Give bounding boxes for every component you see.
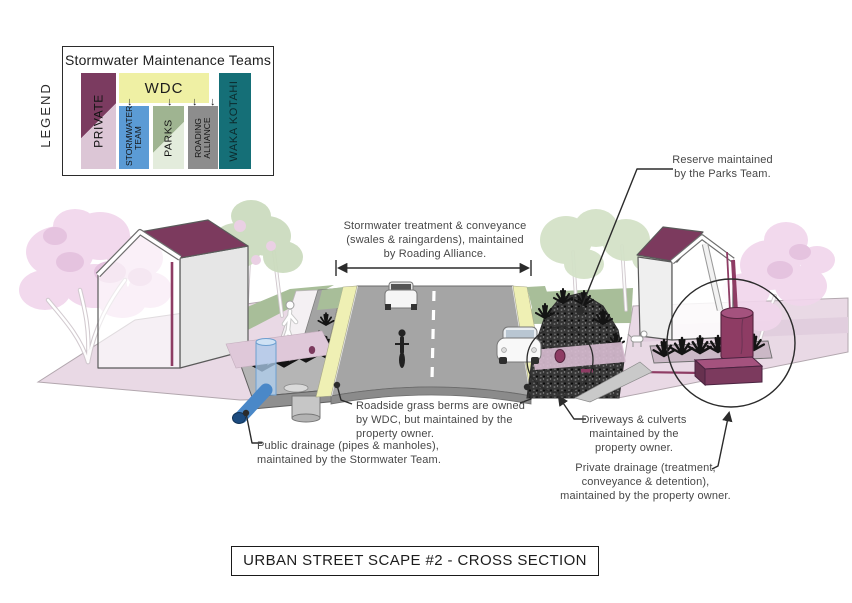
legend-parks-swatch: PARKS [153,106,184,169]
car-toward [496,326,542,364]
downpipes [701,243,738,313]
dog [627,330,648,347]
berm-leader-left [336,384,353,405]
road-centerline [430,290,436,381]
berm-leader-right [519,386,532,404]
span-arrow [335,260,532,276]
legend-waka-kotahi-swatch: WAKA KOTAHI [219,73,251,169]
arrow-down-icon: ↓ [127,96,133,108]
driveway [574,361,653,403]
grass-berm-left [315,285,358,398]
legend-stormwater-team-swatch: STORMWATER TEAM [119,105,149,169]
legend-private-label: PRIVATE [91,94,106,148]
house-right [636,226,735,341]
legend-wdc-swatch: WDC [119,73,209,103]
swale-mound [526,287,653,403]
detention-box [693,356,764,387]
page-title: URBAN STREET SCAPE #2 - CROSS SECTION [231,546,599,576]
private-drainage-note: Private drainage (treatment, conveyance … [560,462,731,502]
green-strip-top-left [317,287,343,310]
cyclist [395,329,409,368]
public-drainage-leader [245,412,262,444]
legend-waka-kotahi-label: WAKA KOTAHI [228,80,241,162]
legend-roading-alliance-swatch: ROADING ALLIANCE [188,106,218,169]
swale-crossing [531,342,626,370]
stormwater-treatment-note: Stormwater treatment & conveyance (swale… [343,220,527,260]
reserve-note: Reserve maintained by the Parks Team. [672,154,773,180]
private-drainage-leader [711,410,733,470]
car-away [384,281,418,310]
culvert-highlight-circle [526,326,594,394]
arrow-down-icon: ↓ [210,96,216,108]
manhole [291,395,321,423]
legend-title: Stormwater Maintenance Teams [64,52,272,68]
rain-tank [720,306,754,363]
legend-roading-alliance-label: ROADING ALLIANCE [192,116,212,159]
legend-private-swatch: PRIVATE [81,73,116,169]
legend-wdc-label: WDC [144,79,184,97]
house-left [95,219,249,369]
legend-box: Stormwater Maintenance Teams PRIVATE WDC… [62,46,274,176]
public-drainage-note: Public drainage (pipes & manholes), main… [257,440,442,466]
driveways-leader [557,395,586,420]
arrow-down-icon: ↓ [167,96,173,108]
legend-parks-label: PARKS [161,118,174,157]
culvert [554,349,566,363]
driveways-note: Driveways & culverts maintained by the p… [581,414,687,454]
reserve-leader [579,168,673,312]
private-drainage-highlight-circle [666,278,796,408]
roadside-berms-note: Roadside grass berms are owned by WDC, b… [356,400,525,440]
arrow-down-icon: ↓ [192,96,198,108]
legend-stormwater-team-label: STORMWATER TEAM [123,105,143,166]
legend-side-label: LEGEND [38,82,53,148]
leader-lines [242,168,733,470]
